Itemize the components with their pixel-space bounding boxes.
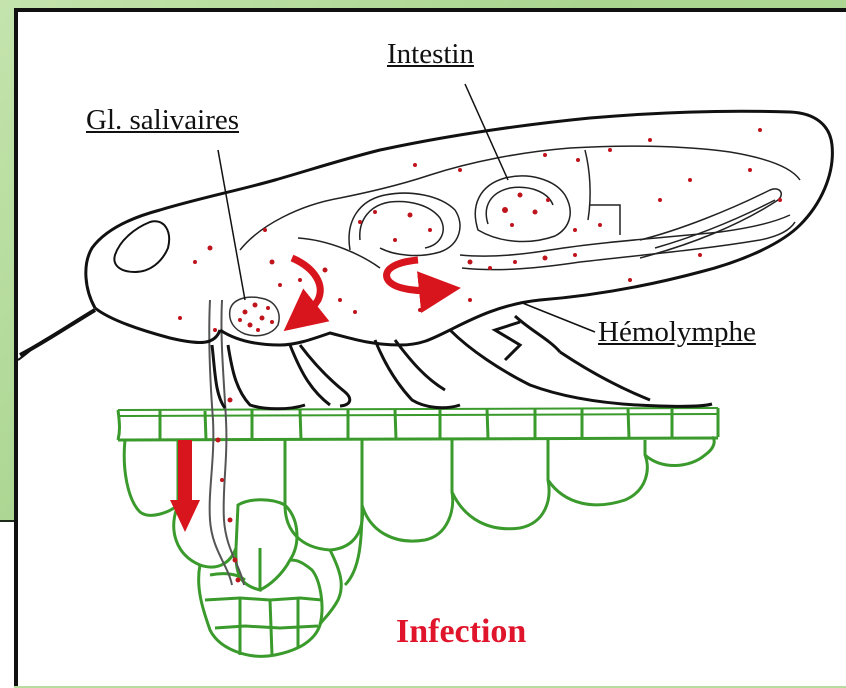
label-infection: Infection <box>396 615 526 649</box>
stylet <box>209 300 244 585</box>
label-intestin: Intestin <box>387 40 474 69</box>
label-glandes-salivaires: Gl. salivaires <box>86 106 239 135</box>
curved-arrow-icon <box>292 258 320 318</box>
head-eye <box>114 221 169 272</box>
label-hemolymphe: Hémolymphe <box>598 318 756 347</box>
insect-body <box>18 111 832 409</box>
curved-arrow-icon <box>387 260 440 291</box>
leader-lines <box>218 84 595 332</box>
